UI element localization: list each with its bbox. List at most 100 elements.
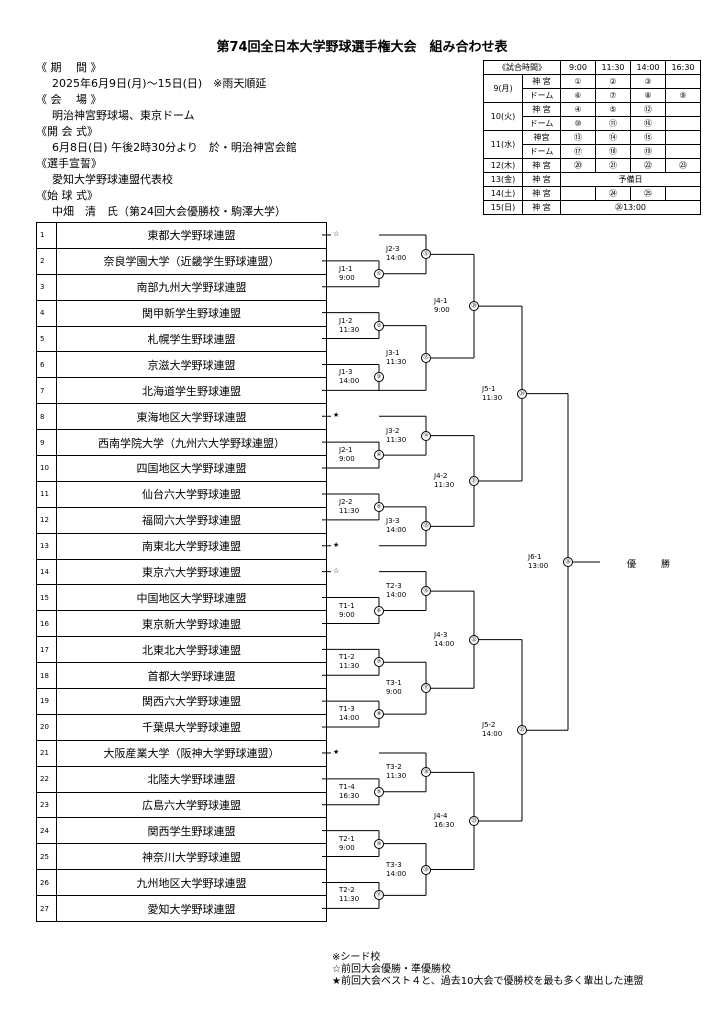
match-time: 11:30 <box>386 435 407 444</box>
match-time: 11:30 <box>434 481 455 489</box>
team-name: 九州地区大学野球連盟 <box>56 869 327 897</box>
info-value: 愛知大学野球連盟代表校 <box>52 173 173 186</box>
team-name: 愛知大学野球連盟 <box>56 895 327 923</box>
legend-note: ★前回大会ベスト４と、過去10大会で優勝校を最も多く輩出した連盟 <box>332 976 644 987</box>
team-name: 関甲新学生野球連盟 <box>56 299 327 327</box>
match-number: ㉓ <box>469 815 479 826</box>
team-name: 京滋大学野球連盟 <box>56 351 327 379</box>
match-id: T1-2 <box>339 653 355 662</box>
team-name: 奈良学園大学（近畿学生野球連盟） <box>56 247 327 275</box>
match-time: 14:00 <box>386 254 407 263</box>
team-name: 四国地区大学野球連盟 <box>56 455 327 482</box>
match-id: J5-1 <box>482 384 496 393</box>
match-time: 14:00 <box>339 377 360 386</box>
match-id: J4-2 <box>434 472 448 480</box>
match-number: ㉖ <box>563 556 573 567</box>
match-id: T3-1 <box>386 679 402 688</box>
seed-star-outline: ☆ <box>333 566 340 575</box>
match-id: J3-2 <box>386 426 400 435</box>
match-time: 16:30 <box>339 791 360 800</box>
match-time: 11:30 <box>339 506 360 515</box>
match-number: ⑥ <box>374 605 384 616</box>
team-name: 首都大学野球連盟 <box>56 662 327 690</box>
match-number: ⑤ <box>374 501 384 512</box>
info-value: 明治神宮野球場、東京ドーム <box>52 109 195 122</box>
legend-notes: ※シード校☆前回大会優勝・準優勝校★前回大会ベスト４と、過去10大会で優勝校を最… <box>332 952 644 988</box>
team-name: 東都大学野球連盟 <box>56 222 327 249</box>
champion-label: 優 勝 <box>627 560 679 570</box>
page-title: 第74回全日本大学野球選手権大会 組み合わせ表 <box>216 40 508 55</box>
info-heading: 《 期 間 》 <box>36 61 102 74</box>
match-time: 14:00 <box>386 526 407 535</box>
match-number: ⑳ <box>469 301 479 312</box>
match-number: ⑧ <box>374 709 384 720</box>
match-id: J3-1 <box>386 348 400 357</box>
team-name: 大阪産業大学（阪神大学野球連盟） <box>56 739 327 767</box>
match-number: ⑩ <box>374 838 384 849</box>
match-time: 13:00 <box>528 561 549 570</box>
match-time: 11:30 <box>339 325 360 334</box>
schedule-row: 13(金)神 宮予備日 <box>483 172 701 187</box>
team-name: 西南学院大学（九州六大学野球連盟） <box>56 429 327 457</box>
match-id: T3-3 <box>386 860 402 869</box>
match-number: ⑲ <box>421 864 431 875</box>
match-id: J2-2 <box>339 497 353 506</box>
event-info: 《 期 間 》2025年6月9日(月)～15日(日) ※雨天順延《 会 場 》明… <box>36 60 297 220</box>
match-number: ⑫ <box>421 249 431 260</box>
match-id: J1-1 <box>339 264 353 273</box>
info-value: 2025年6月9日(月)～15日(日) ※雨天順延 <box>52 77 267 90</box>
match-id: T1-4 <box>339 782 355 791</box>
match-id: J6-1 <box>528 552 542 561</box>
match-id: J2-3 <box>386 245 400 254</box>
match-time: 14:00 <box>386 869 407 878</box>
match-id: J1-3 <box>339 368 353 377</box>
match-id: T3-2 <box>386 763 402 772</box>
match-number: ④ <box>374 450 384 461</box>
team-name: 中国地区大学野球連盟 <box>56 584 327 612</box>
match-time: 11:30 <box>482 393 503 402</box>
team-name: 広島六大学野球連盟 <box>56 791 327 819</box>
match-number: ② <box>374 320 384 331</box>
match-id: J5-2 <box>482 721 496 730</box>
match-number: ⑭ <box>421 430 431 441</box>
team-name: 北東北大学野球連盟 <box>56 636 327 664</box>
match-id: T1-3 <box>339 705 355 714</box>
match-id: T2-1 <box>339 834 355 843</box>
match-time: 9:00 <box>386 688 402 697</box>
